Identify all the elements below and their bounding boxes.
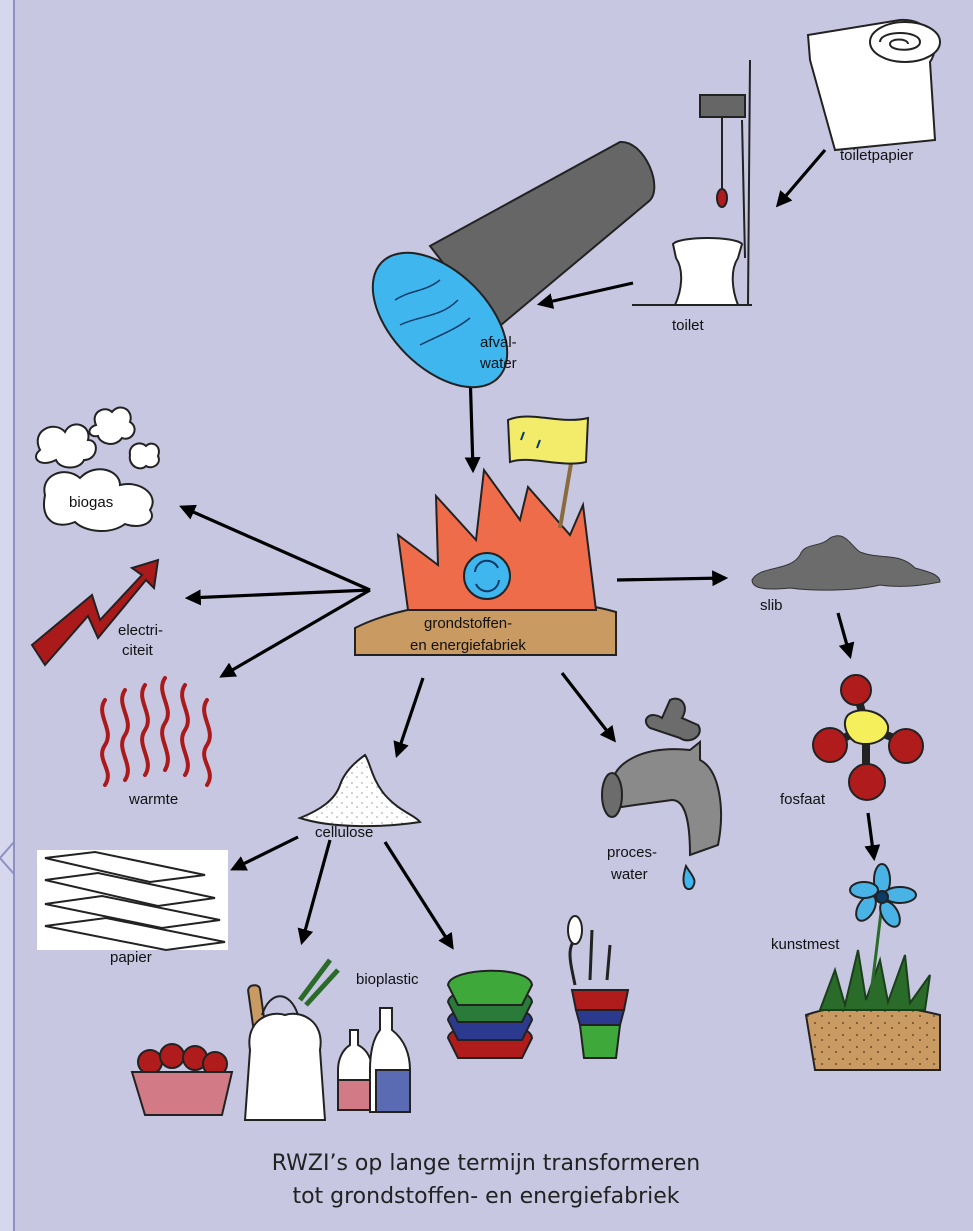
label-papier: papier — [110, 949, 152, 966]
label-electriciteit-2: citeit — [122, 642, 154, 659]
label-slib: slib — [760, 597, 783, 614]
plates-icon — [448, 971, 532, 1058]
label-electriciteit-1: electri- — [118, 622, 163, 639]
caption-line-1: RWZI’s op lange termijn transformeren — [272, 1151, 700, 1176]
label-fabriek-1: grondstoffen- — [424, 615, 512, 632]
recycle-icon — [464, 553, 510, 599]
label-biogas: biogas — [69, 494, 113, 511]
label-warmte: warmte — [128, 791, 178, 808]
fruit-basket-icon — [132, 1044, 232, 1115]
label-afvalwater-2: water — [479, 355, 517, 372]
arrow-fabriek-slib — [617, 578, 725, 580]
label-proceswater-1: proces- — [607, 844, 657, 861]
label-cellulose: cellulose — [315, 824, 373, 841]
panel-left-border — [0, 0, 14, 1231]
label-kunstmest: kunstmest — [771, 936, 840, 953]
label-proceswater-2: water — [610, 866, 648, 883]
label-toiletpapier: toiletpapier — [840, 147, 913, 164]
label-fabriek-2: en energiefabriek — [410, 637, 526, 654]
label-bioplastic: bioplastic — [356, 971, 419, 988]
label-fosfaat: fosfaat — [780, 791, 826, 808]
label-toilet: toilet — [672, 317, 705, 334]
paper-sheets-icon — [37, 850, 228, 950]
caption-line-2: tot grondstoffen- en energiefabriek — [292, 1184, 679, 1209]
label-afvalwater-1: afval- — [480, 334, 517, 351]
